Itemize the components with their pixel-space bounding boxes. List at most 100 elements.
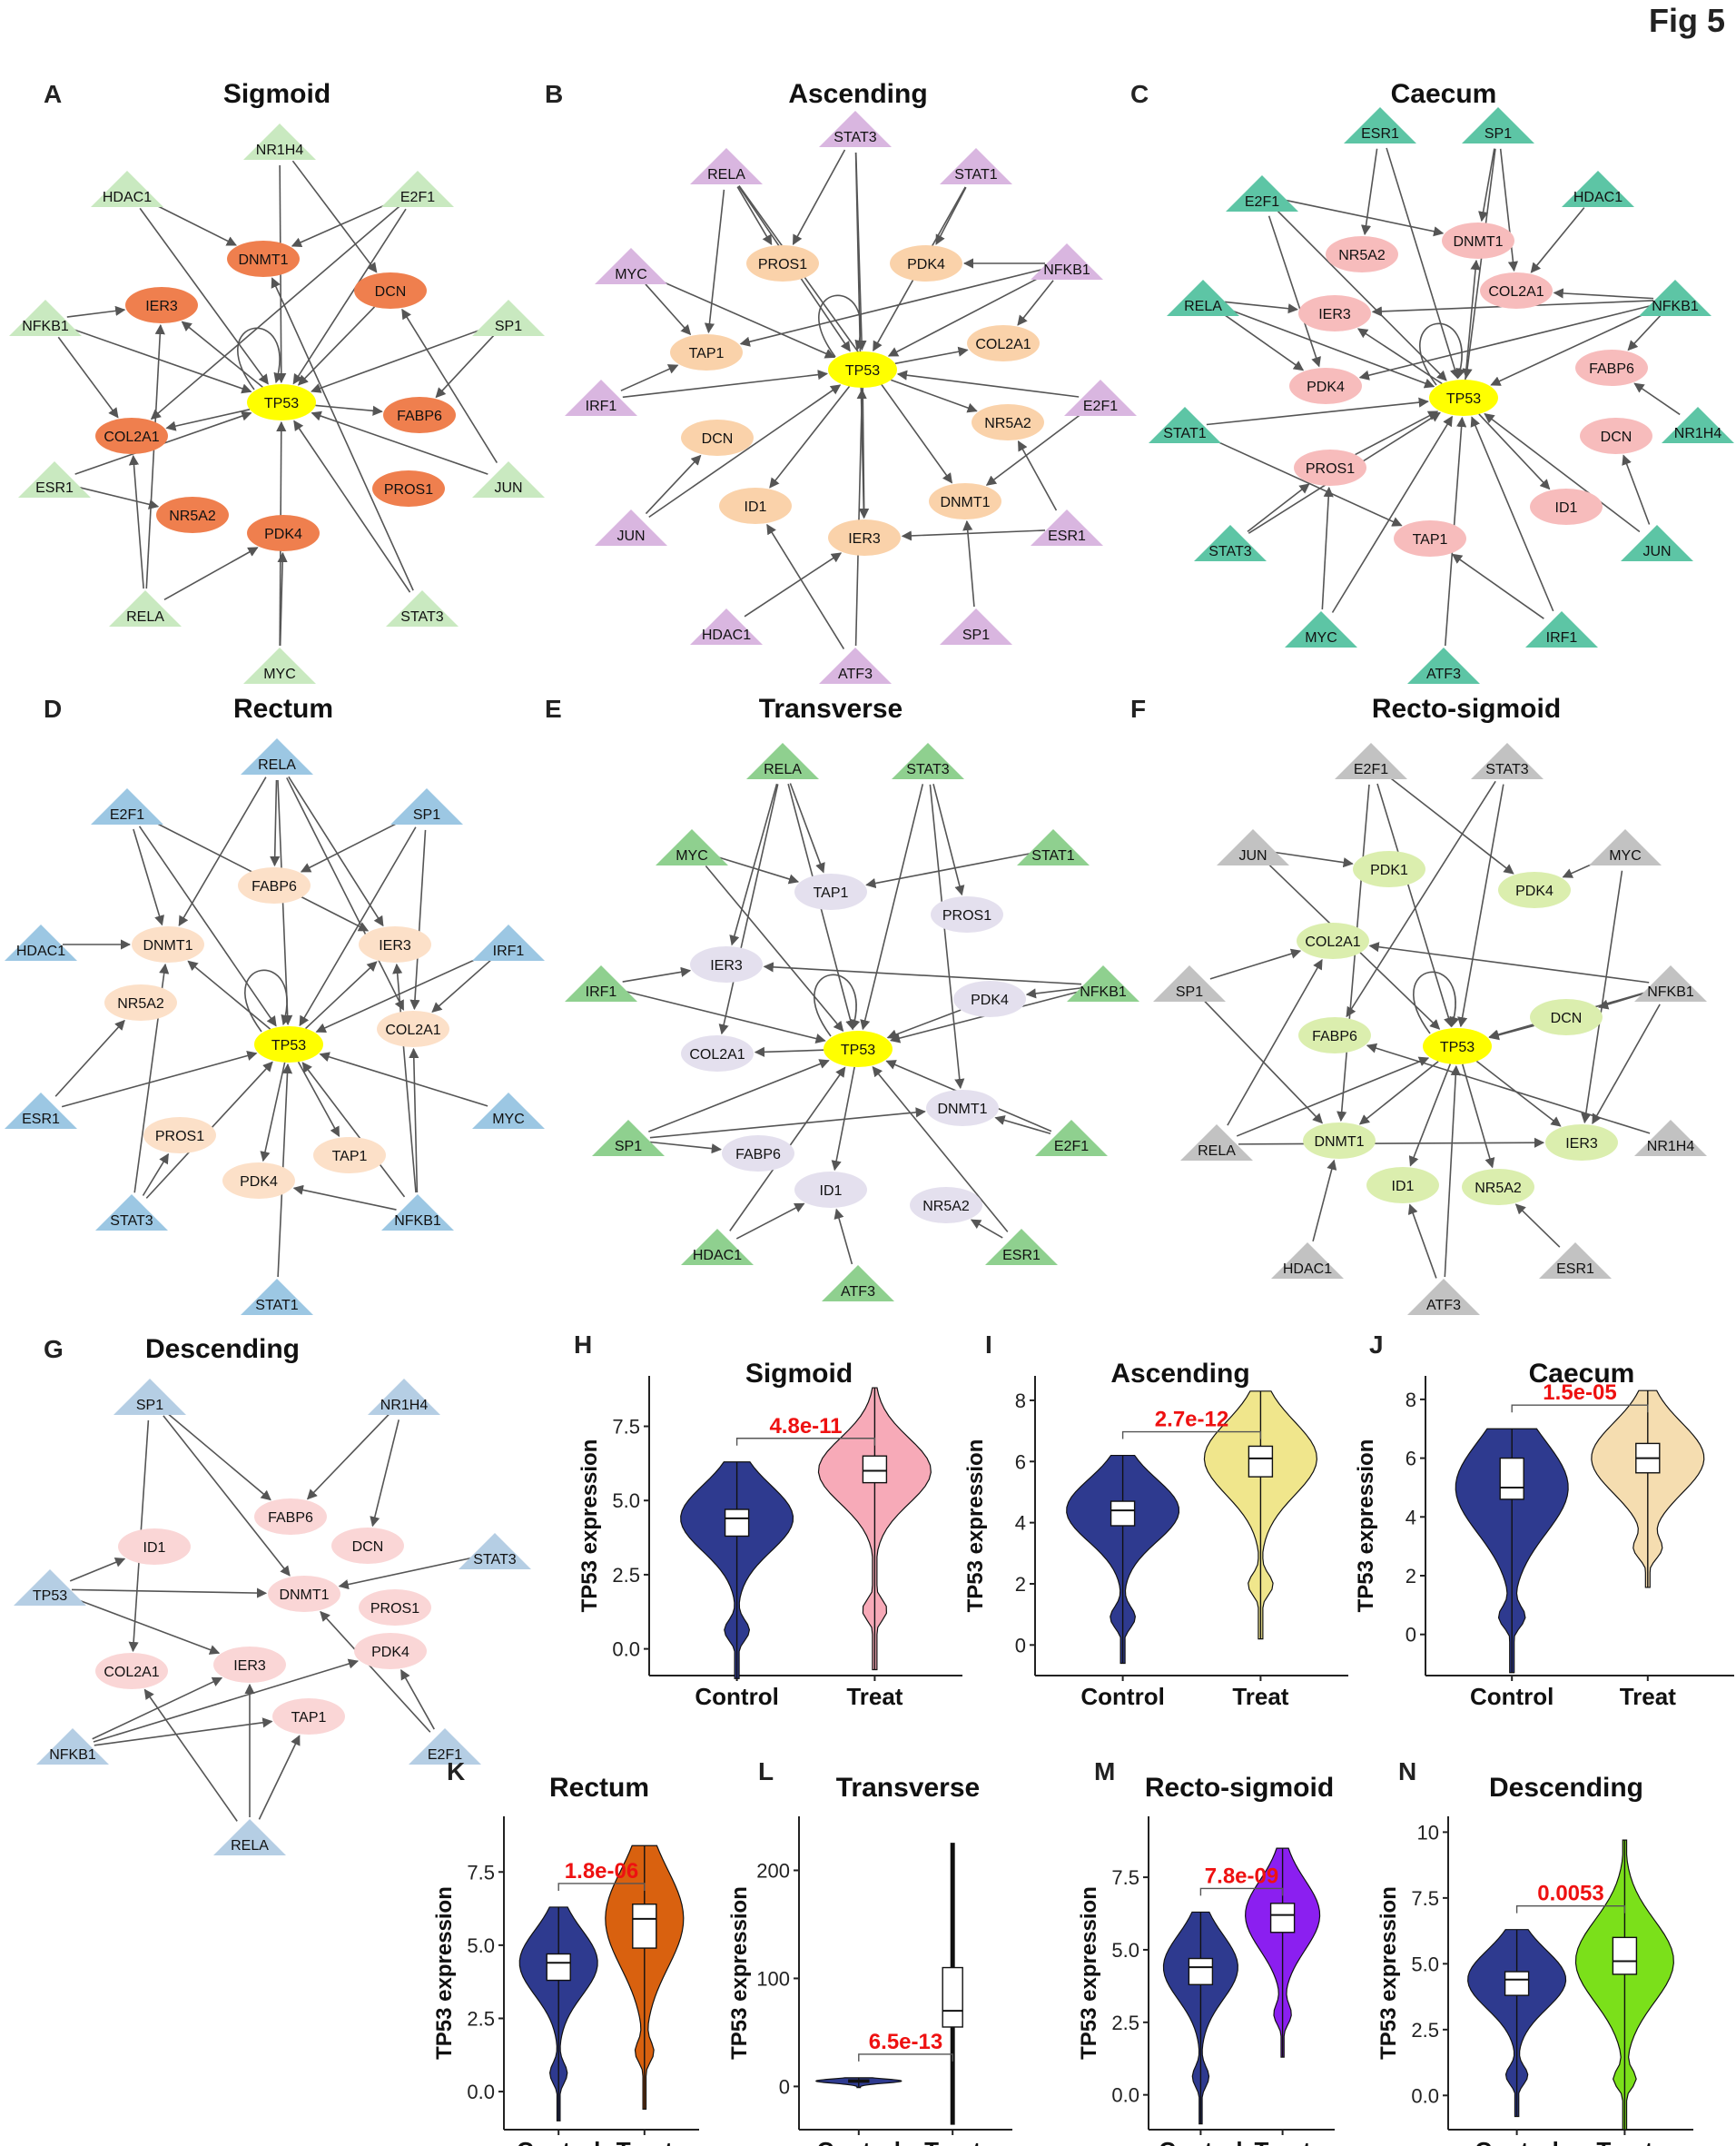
gene-ellipse — [1575, 350, 1648, 386]
gene-ellipse — [1394, 520, 1466, 557]
tf-triangle — [243, 124, 316, 160]
gene-label: PROS1 — [758, 257, 807, 272]
edge — [831, 1066, 855, 1172]
y-tick-label: 2.5 — [1411, 2019, 1439, 2042]
gene-label: PDK4 — [907, 257, 945, 272]
tf-label: E2F1 — [1054, 1139, 1089, 1154]
box — [1499, 1457, 1524, 1500]
gene-ellipse — [1303, 1122, 1376, 1159]
tf-node: MYC — [1589, 829, 1662, 865]
tf-node: E2F1 — [1035, 1120, 1108, 1156]
edge — [139, 207, 269, 385]
edge — [1368, 942, 1650, 984]
gene-ellipse — [1298, 295, 1371, 331]
gene-ellipse — [272, 1698, 345, 1735]
tf-label: MYC — [263, 667, 296, 682]
tf-node: RELA — [213, 1819, 286, 1855]
tf-triangle — [243, 648, 316, 684]
gene-label: NR5A2 — [922, 1199, 970, 1214]
p-value: 6.5e-13 — [869, 2030, 942, 2054]
treat-violin — [1574, 1839, 1674, 2131]
tf-triangle — [381, 171, 454, 207]
tf-triangle — [1407, 1279, 1480, 1315]
edge — [932, 784, 965, 896]
edge — [1478, 413, 1551, 490]
gene-ellipse — [1545, 1124, 1618, 1161]
hub-ellipse — [1429, 380, 1498, 416]
edge — [392, 963, 417, 1193]
y-axis-label: TP53 expression — [963, 1439, 988, 1613]
gene-node: IER3 — [690, 946, 763, 983]
gene-node: PDK4 — [953, 981, 1026, 1017]
hub-node: TP53 — [247, 384, 316, 420]
tf-node: NR1H4 — [368, 1379, 440, 1415]
tf-label: RELA — [1198, 1143, 1236, 1159]
gene-label: FABP6 — [397, 409, 442, 424]
hub-ellipse — [254, 1026, 323, 1063]
control-violin — [1455, 1428, 1569, 1674]
tf-node: JUN — [1217, 829, 1289, 865]
y-tick-label: 10 — [1417, 1821, 1439, 1844]
gene-ellipse — [354, 272, 427, 309]
edge — [1361, 148, 1378, 236]
gene-ellipse — [377, 1011, 449, 1047]
edge — [622, 989, 826, 1044]
tf-triangle — [819, 111, 892, 147]
tf-node: STAT3 — [819, 111, 892, 147]
gene-label: DCN — [702, 431, 734, 447]
tf-triangle — [1153, 965, 1226, 1002]
gene-ellipse — [967, 325, 1040, 361]
box — [1188, 1957, 1214, 1985]
tf-node: MYC — [243, 648, 316, 684]
y-tick-label: 2.5 — [467, 2007, 495, 2030]
tf-triangle — [1407, 648, 1480, 684]
y-axis-label: TP53 expression — [577, 1439, 602, 1613]
x-tick-label: Control — [1080, 1683, 1164, 1710]
x-tick-label: Control — [817, 2137, 901, 2146]
edge — [622, 966, 692, 983]
tf-label: E2F1 — [1354, 762, 1388, 777]
gene-ellipse — [247, 515, 320, 551]
y-tick-label: 2 — [1406, 1565, 1416, 1587]
edges — [57, 160, 498, 647]
panel-label: J — [1369, 1330, 1384, 1359]
x-tick-label: Control — [517, 2137, 600, 2146]
x-tick-label: Treat — [616, 2137, 673, 2146]
edge — [61, 1051, 258, 1108]
gene-node: PDK4 — [890, 245, 962, 282]
edge — [650, 275, 836, 359]
edge — [1274, 851, 1354, 868]
edge — [1331, 415, 1454, 613]
tf-label: MYC — [615, 267, 647, 282]
gene-label: PDK4 — [1515, 884, 1554, 899]
y-tick-label: 4 — [1015, 1512, 1026, 1535]
gene-ellipse — [1353, 851, 1425, 887]
gene-label: TAP1 — [291, 1710, 327, 1726]
gene-node: PROS1 — [1294, 450, 1366, 486]
edge — [57, 336, 119, 419]
gene-ellipse — [722, 1135, 794, 1172]
panel-label: F — [1130, 695, 1146, 723]
hub-label: TP53 — [845, 363, 880, 379]
edge — [1204, 435, 1403, 527]
edge — [1236, 1056, 1430, 1137]
tf-node: JUN — [472, 461, 545, 498]
panel-title: Caecum — [1529, 1359, 1635, 1389]
gene-node: FABP6 — [238, 867, 311, 904]
gene-node: DCN — [354, 272, 427, 309]
tf-node: RELA — [109, 590, 182, 627]
tf-triangle — [472, 1093, 545, 1129]
gene-label: PDK4 — [240, 1174, 278, 1190]
tf-label: TP53 — [33, 1588, 67, 1604]
hub-node: TP53 — [828, 351, 897, 388]
hub-node: TP53 — [254, 1026, 323, 1063]
treat-violin — [1591, 1389, 1705, 1588]
box — [632, 1904, 657, 1949]
hub-node: TP53 — [1423, 1028, 1492, 1064]
panel-title: Transverse — [759, 694, 903, 724]
edges — [69, 1411, 474, 1822]
tf-triangle — [592, 1120, 665, 1156]
panel-title: Descending — [1489, 1773, 1643, 1803]
tf-triangle — [95, 1194, 168, 1231]
